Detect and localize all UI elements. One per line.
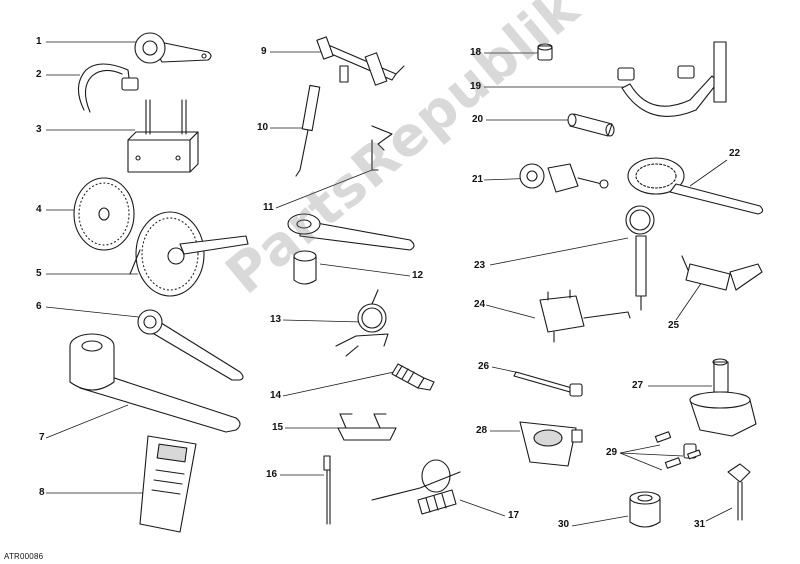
callout-21: 21 — [472, 174, 484, 185]
callout-2: 2 — [36, 69, 42, 80]
tool-24-bracket-tool — [539, 289, 631, 343]
tool-8-tester — [139, 435, 197, 533]
callout-12: 12 — [412, 270, 424, 281]
callout-23: 23 — [474, 260, 486, 271]
tool-3-bracket — [127, 99, 199, 173]
callout-7: 7 — [39, 432, 45, 443]
tool-18-nut — [537, 43, 553, 61]
tool-1-pin-wrench — [134, 32, 212, 64]
tool-30-cylinder — [629, 491, 661, 528]
tool-10-rod — [295, 84, 321, 177]
tool-16-pin — [323, 455, 331, 525]
tool-23-dial-indicator — [625, 205, 655, 311]
tool-6-small-wrench — [137, 309, 244, 381]
drawing-code: ATR00086 — [4, 552, 44, 561]
callout-18: 18 — [470, 47, 482, 58]
callout-3: 3 — [36, 124, 42, 135]
tool-13-dial-gauge — [335, 289, 389, 357]
callout-1: 1 — [36, 36, 42, 47]
tool-20-cylinder — [567, 113, 615, 137]
tool-28-housing — [519, 421, 583, 467]
callout-25: 25 — [668, 320, 680, 331]
tool-29-pins — [654, 431, 702, 469]
tool-21-gear-tool — [519, 163, 609, 193]
callout-8: 8 — [39, 487, 45, 498]
tool-22-ring-wrench — [627, 157, 764, 215]
tool-7-socket-wrench — [69, 333, 241, 433]
callout-9: 9 — [261, 46, 267, 57]
tool-17-puller — [371, 459, 461, 515]
callout-14: 14 — [270, 390, 282, 401]
callout-26: 26 — [478, 361, 490, 372]
tool-31-probe — [727, 463, 751, 521]
callout-13: 13 — [270, 314, 282, 325]
callout-5: 5 — [36, 268, 42, 279]
leader-lines — [45, 41, 733, 527]
callout-30: 30 — [558, 519, 570, 530]
callout-17: 17 — [508, 510, 520, 521]
tool-27-press — [689, 358, 757, 437]
tool-9-fork-pin — [316, 36, 405, 86]
tool-5-wheel-pointer — [129, 211, 249, 297]
tool-15-bracket — [337, 413, 397, 441]
callout-6: 6 — [36, 301, 42, 312]
callout-16: 16 — [266, 469, 278, 480]
tool-26-long-rod — [513, 371, 583, 397]
callout-29: 29 — [606, 447, 618, 458]
callout-27: 27 — [632, 380, 644, 391]
callout-15: 15 — [272, 422, 284, 433]
callout-11: 11 — [263, 202, 274, 213]
callout-31: 31 — [694, 519, 706, 530]
tool-25-t-handle — [681, 255, 763, 291]
tool-12-socket-wrench — [287, 213, 415, 285]
callout-19: 19 — [470, 81, 482, 92]
tool-14-threaded-bolt — [391, 363, 435, 391]
tool-2-hook — [77, 63, 139, 113]
callout-4: 4 — [36, 204, 42, 215]
tool-19-clamp — [617, 41, 727, 117]
callout-28: 28 — [476, 425, 488, 436]
tool-4-degree-wheel — [73, 177, 135, 251]
callout-24: 24 — [474, 299, 486, 310]
callout-20: 20 — [472, 114, 484, 125]
callout-22: 22 — [729, 148, 741, 159]
callout-10: 10 — [257, 122, 269, 133]
tool-11-clip — [371, 125, 393, 171]
